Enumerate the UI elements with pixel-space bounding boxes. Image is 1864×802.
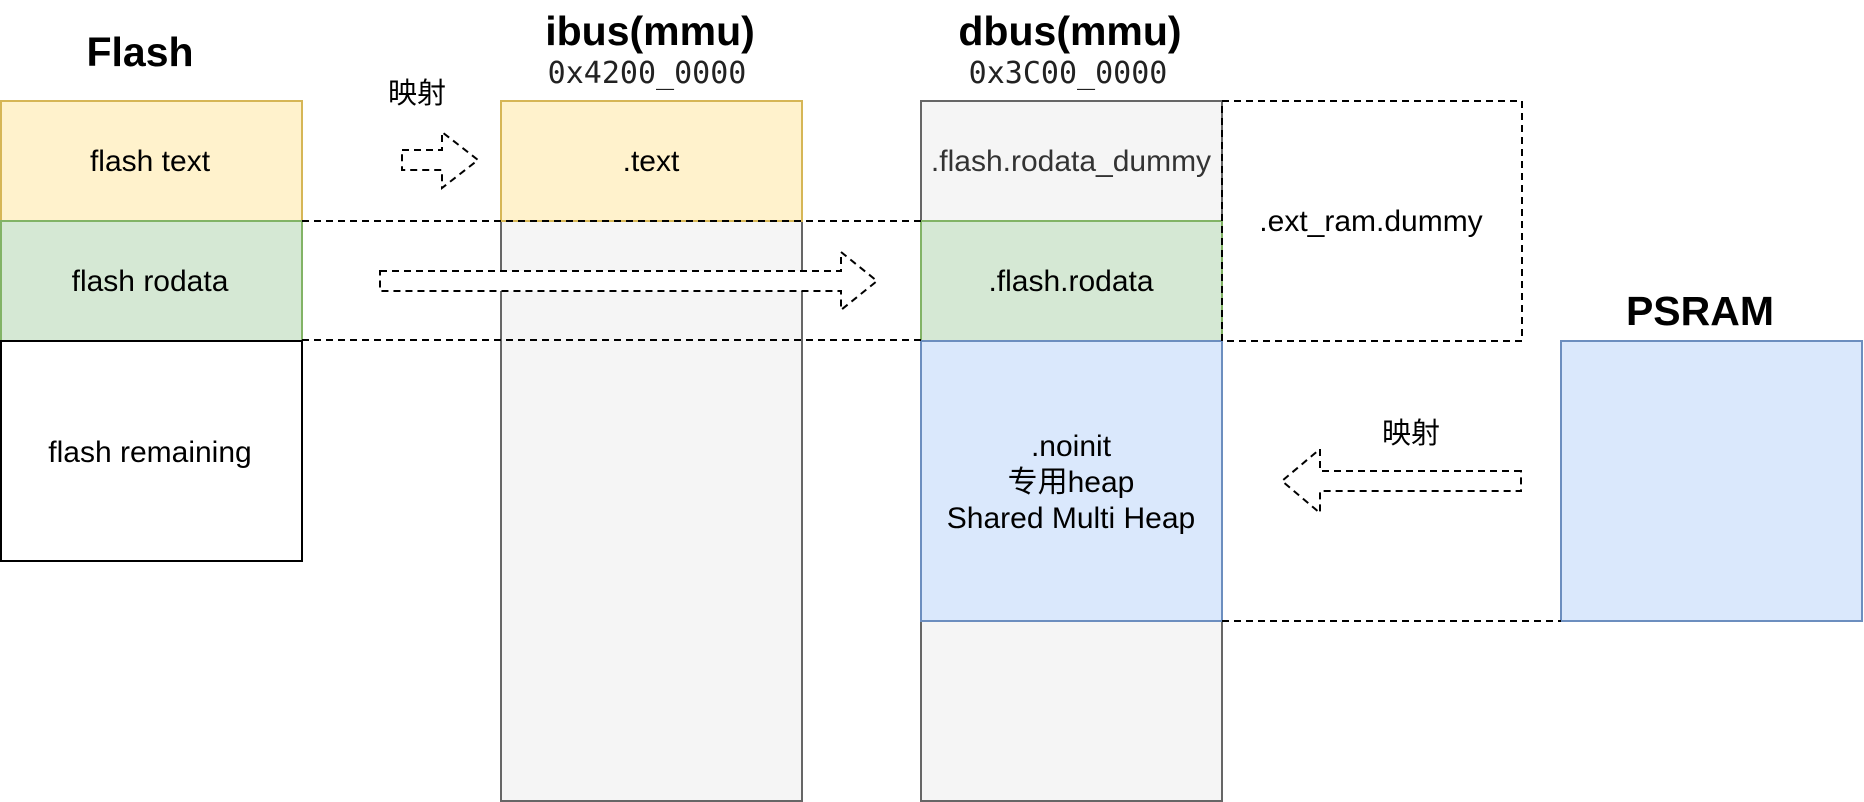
mapping-label-psram: 映射 [1382,416,1440,450]
dbus-heap-line-1: .noinit [1031,430,1112,463]
ibus-text-block [500,100,803,222]
flash-rodata-label: flash rodata [72,265,229,298]
ext-ram-dummy-label: .ext_ram.dummy [1259,205,1482,238]
ibus-title: ibus(mmu) [545,8,755,54]
ext-ram-dummy-box [1221,100,1523,342]
flash-title: Flash [86,29,193,75]
text-mapping-arrow-icon [401,129,480,191]
dbus-rodata-dummy-label: .flash.rodata_dummy [931,145,1211,178]
psram-block [1560,340,1863,622]
dbus-heap-line-2: 专用heap [1008,466,1135,499]
mapping-label-top: 映射 [388,76,446,110]
ibus-address: 0x4200_0000 [548,56,747,91]
rodata-mapping-arrow-icon [379,249,879,313]
flash-text-block [0,100,303,222]
ibus-region [500,220,803,802]
flash-remaining-label: flash remaining [48,436,251,469]
psram-mapping-arrow-icon [1280,446,1522,516]
flash-rodata-block [0,220,303,342]
psram-title: PSRAM [1626,288,1774,334]
dbus-heap-line-3: Shared Multi Heap [947,502,1195,535]
dbus-address: 0x3C00_0000 [969,56,1168,91]
flash-text-label: flash text [90,145,211,178]
dbus-rodata-label: .flash.rodata [988,265,1153,298]
ibus-text-label: .text [623,145,680,178]
flash-remaining-block [0,340,303,562]
dbus-title: dbus(mmu) [958,8,1181,54]
dbus-heap-block [920,340,1223,622]
dbus-rodata-block [920,220,1223,342]
